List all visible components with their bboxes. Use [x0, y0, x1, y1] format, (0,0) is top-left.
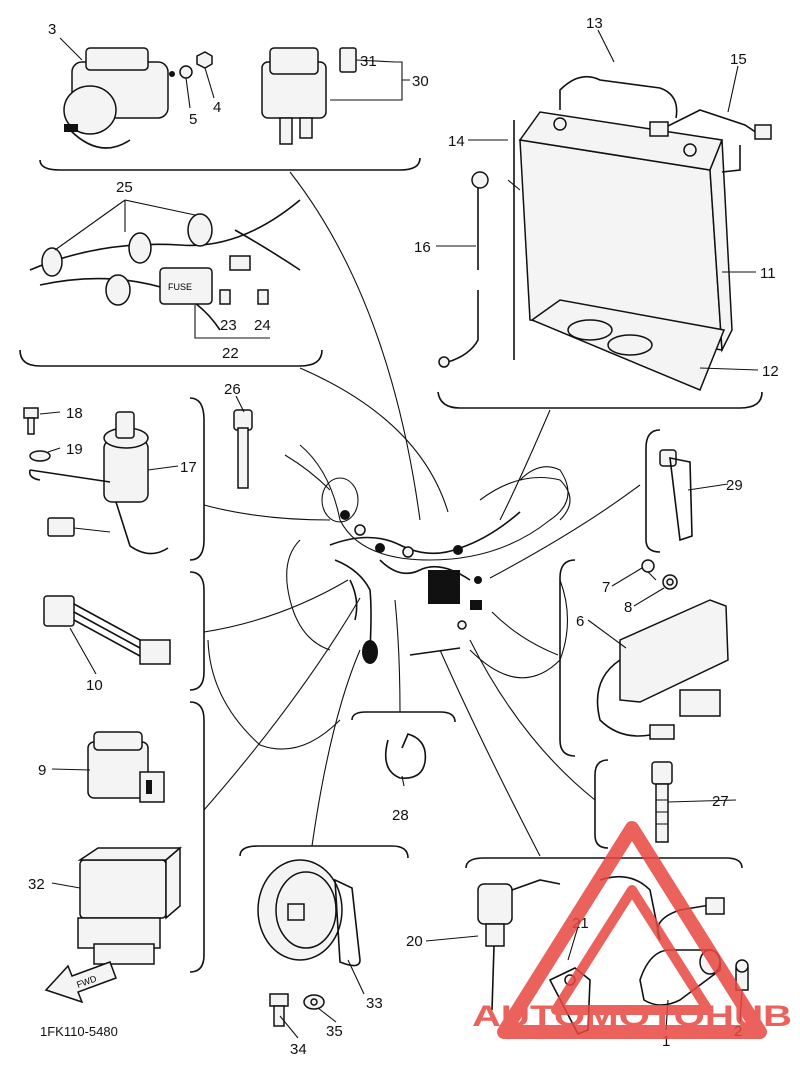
label-11: 11: [760, 265, 776, 282]
watermark-text: AUTOMOTOHUB: [472, 1000, 792, 1033]
label-7: 7: [602, 579, 610, 596]
diagram-code: 1FK110-5480: [40, 1024, 118, 1039]
ignition-coil: [63, 47, 175, 149]
label-32: 32: [28, 876, 45, 893]
battery: [518, 75, 733, 353]
label-18: 18: [66, 405, 83, 422]
harness-clamps: [29, 199, 301, 331]
label-33: 33: [366, 995, 383, 1012]
label-14: 14: [448, 133, 465, 150]
label-29: 29: [726, 477, 743, 494]
starter-relay: [261, 47, 327, 145]
frame-outline: [207, 444, 571, 750]
label-28: 28: [392, 807, 409, 824]
fuse-box-label: FUSE: [168, 282, 192, 292]
label-31: 31: [360, 53, 377, 70]
cdi-unit: [596, 599, 729, 740]
label-35: 35: [326, 1023, 343, 1040]
label-13: 13: [586, 15, 603, 32]
nut-and-washer-4-5: [179, 51, 215, 109]
part-labels: 3 4 5 31 30 13 15 14 25 16 11 23 24 22 1…: [28, 15, 779, 1058]
label-3: 3: [48, 21, 56, 38]
label-19: 19: [66, 441, 83, 458]
group-frames: [19, 157, 763, 973]
label-26: 26: [224, 381, 241, 398]
unit-32: [77, 846, 183, 965]
cable-tie-26: [233, 409, 253, 489]
label-17: 17: [180, 459, 197, 476]
label-9: 9: [38, 762, 46, 779]
label-25: 25: [116, 179, 133, 196]
leader-curves: [203, 171, 641, 857]
label-6: 6: [576, 613, 584, 630]
label-27: 27: [712, 793, 729, 810]
cable-tie-29: [659, 449, 693, 542]
harness-relay-block: [428, 570, 460, 604]
forward-arrow: FWD: [44, 961, 117, 1004]
label-8: 8: [624, 599, 632, 616]
relay-9: [87, 731, 165, 803]
label-23: 23: [220, 317, 237, 334]
label-34: 34: [290, 1041, 307, 1058]
bolt-34-washer-35: [269, 993, 325, 1027]
main-switch: [28, 411, 169, 555]
wire-connector: [43, 595, 171, 665]
bolt-18-washer-19: [23, 407, 51, 462]
label-10: 10: [86, 677, 103, 694]
label-20: 20: [406, 933, 423, 950]
label-15: 15: [730, 51, 747, 68]
label-5: 5: [189, 111, 197, 128]
label-1: 1: [662, 1033, 670, 1050]
label-4: 4: [213, 99, 221, 116]
battery-cables: [438, 109, 772, 368]
pressure-switch-20: [477, 879, 561, 1011]
bolt-7-nut-8: [641, 559, 678, 590]
label-30: 30: [412, 73, 429, 90]
clip-28: [384, 733, 427, 779]
label-12: 12: [762, 363, 779, 380]
central-harness: [329, 510, 521, 664]
watermark-logo: AUTOMOTOHUB: [472, 821, 792, 1039]
fuse-31: [339, 47, 396, 73]
label-22: 22: [222, 345, 239, 362]
cable-tie-27: [651, 761, 673, 843]
fuse-box: FUSE: [159, 255, 270, 339]
harness-ground-plug: [362, 640, 378, 664]
horn: [257, 859, 361, 967]
label-16: 16: [414, 239, 431, 256]
label-24: 24: [254, 317, 271, 334]
battery-tray: [530, 299, 726, 391]
bracket-30-31: [330, 61, 410, 101]
